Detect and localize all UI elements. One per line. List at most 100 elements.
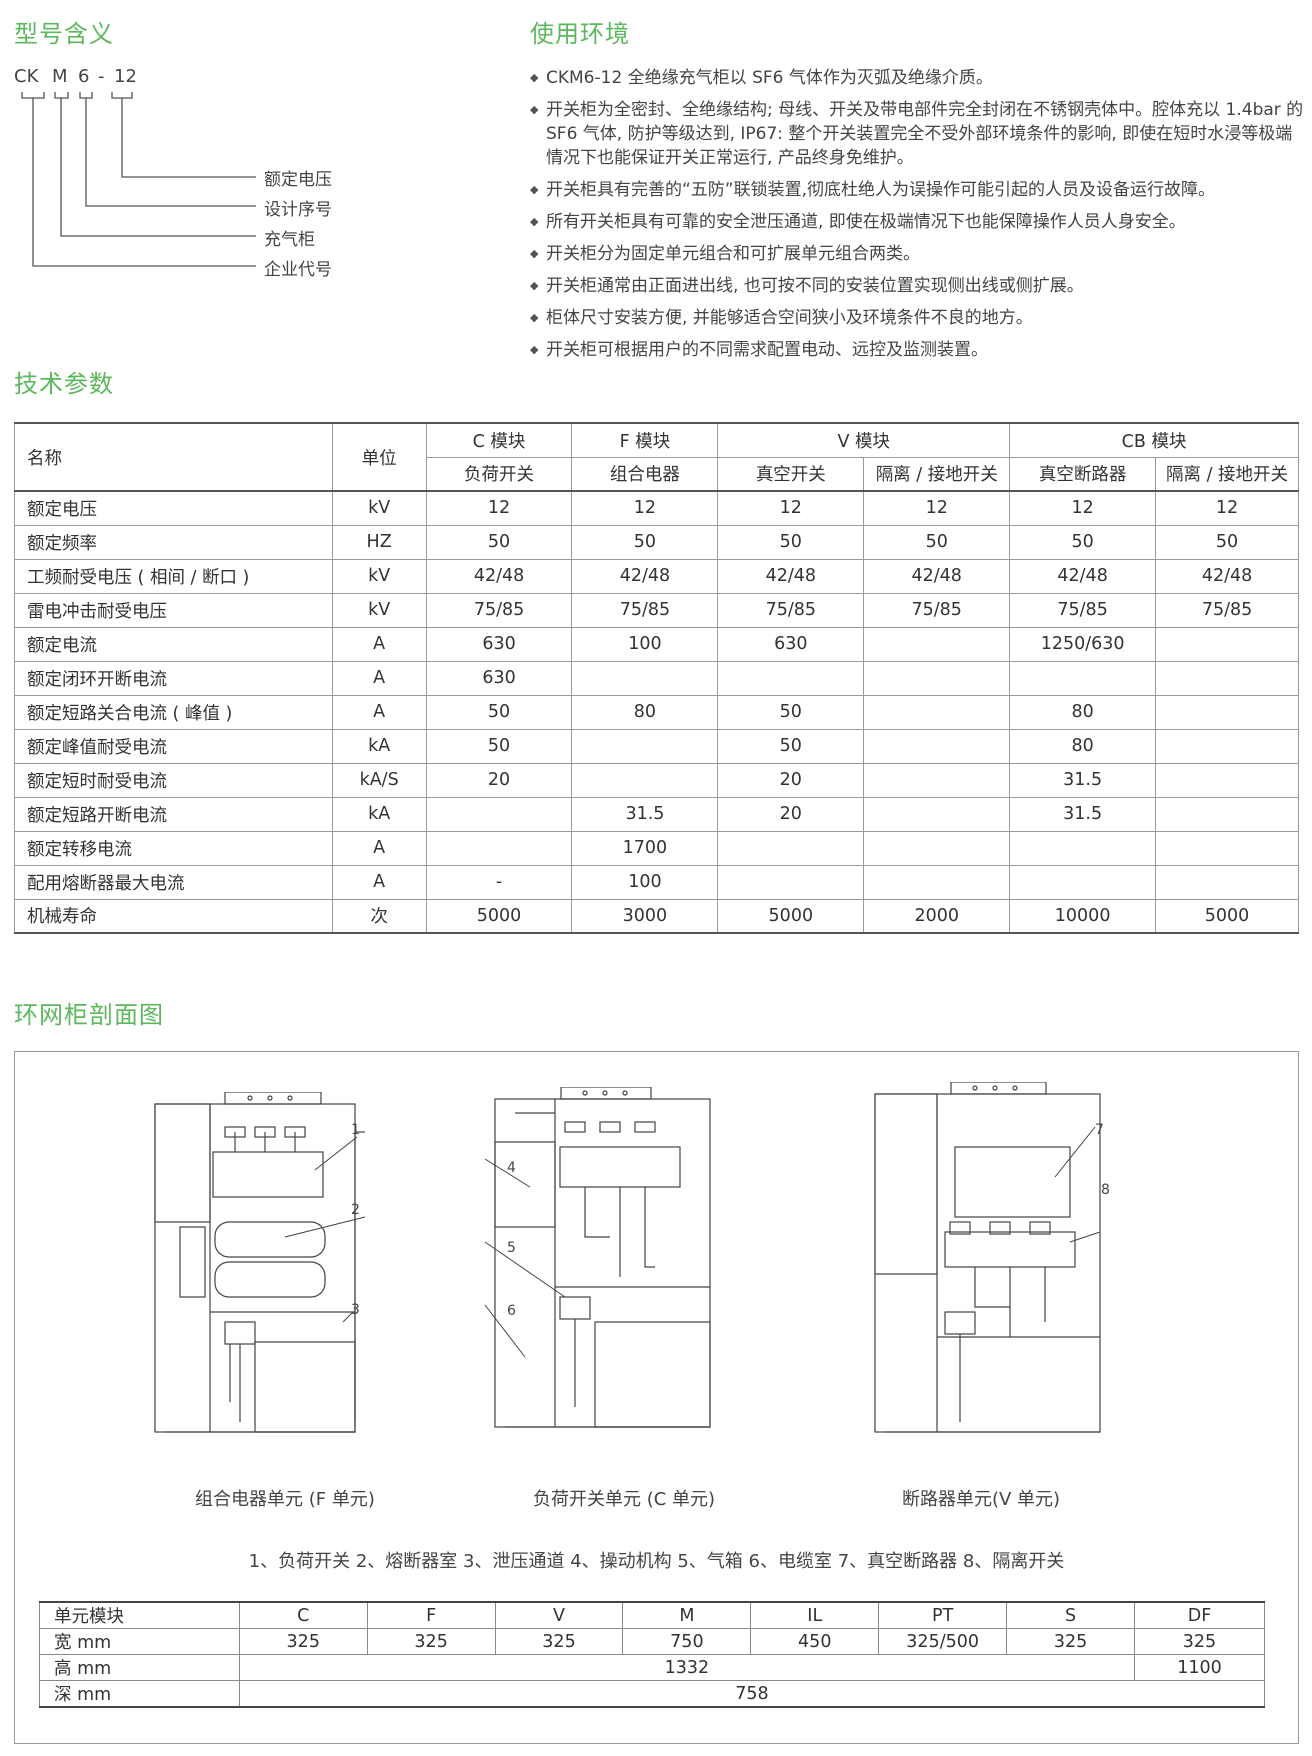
param-value — [717, 660, 865, 696]
param-value: 5000 — [1155, 898, 1299, 934]
dims-header: IL — [750, 1601, 880, 1629]
param-value — [1009, 830, 1157, 866]
dims-header: V — [494, 1601, 624, 1629]
param-name: 额定转移电流 — [14, 830, 333, 866]
param-value: 42/48 — [717, 558, 865, 594]
dims-cell: 325 — [494, 1628, 624, 1655]
param-value: 75/85 — [1009, 592, 1157, 628]
param-name: 工频耐受电压 ( 相间 / 断口 ) — [14, 558, 333, 594]
unit-label-f: 组合电器单元 (F 单元) — [195, 1489, 375, 1510]
dims-cell: 325 — [1006, 1628, 1135, 1655]
callout-3: 3 — [351, 1302, 360, 1318]
subheader: 隔离 / 接地开关 — [1155, 456, 1299, 492]
param-unit: 次 — [331, 898, 427, 934]
header-module-f: F 模块 — [571, 422, 719, 458]
param-value: 1700 — [571, 830, 719, 866]
dims-cell: 325 — [1133, 1628, 1266, 1655]
param-value: 75/85 — [717, 592, 865, 628]
callout-5: 5 — [507, 1240, 516, 1256]
param-name: 额定频率 — [14, 524, 333, 560]
callout-8: 8 — [1101, 1182, 1110, 1198]
subheader: 真空断路器 — [1009, 456, 1157, 492]
dims-cell: 450 — [750, 1628, 880, 1655]
dims-header: DF — [1133, 1601, 1266, 1629]
dims-header: F — [366, 1601, 496, 1629]
list-item: 开关柜为全密封、全绝缘结构; 母线、开关及带电部件完全封闭在不锈钢壳体中。腔体充… — [530, 98, 1306, 170]
param-value — [863, 762, 1011, 798]
dims-cell: 1100 — [1133, 1654, 1266, 1681]
subheader: 真空开关 — [717, 456, 865, 492]
param-value: 12 — [717, 490, 865, 526]
param-value: 80 — [571, 694, 719, 730]
param-value: 50 — [863, 524, 1011, 560]
param-value: 20 — [717, 762, 865, 798]
dims-header: S — [1006, 1601, 1135, 1629]
param-value: 42/48 — [1155, 558, 1299, 594]
param-name: 额定短路关合电流 ( 峰值 ) — [14, 694, 333, 730]
param-name: 额定峰值耐受电流 — [14, 728, 333, 764]
param-unit: kV — [331, 592, 427, 628]
diagram-legend: 1、负荷开关 2、熔断器室 3、泄压通道 4、操动机构 5、气箱 6、电缆室 7… — [248, 1551, 1065, 1572]
param-value — [717, 864, 865, 900]
param-unit: A — [331, 864, 427, 900]
callout-1: 1 — [351, 1122, 360, 1138]
param-unit: kA — [331, 796, 427, 832]
param-value: 31.5 — [571, 796, 719, 832]
param-value: 10000 — [1009, 898, 1157, 934]
param-value: 100 — [571, 626, 719, 662]
param-value: 42/48 — [425, 558, 573, 594]
param-value: 50 — [717, 728, 865, 764]
list-item: 开关柜具有完善的“五防”联锁装置,彻底杜绝人为误操作可能引起的人员及设备运行故障… — [530, 178, 1306, 202]
param-value — [1155, 626, 1299, 662]
dims-cell: 深 mm — [39, 1680, 240, 1708]
param-value: 12 — [1009, 490, 1157, 526]
param-value: 630 — [425, 660, 573, 696]
param-value: 12 — [1155, 490, 1299, 526]
param-value — [717, 830, 865, 866]
param-value — [1009, 864, 1157, 900]
param-value: 5000 — [425, 898, 573, 934]
label-design-serial: 设计序号 — [264, 200, 332, 220]
param-value — [863, 626, 1011, 662]
param-value: 12 — [863, 490, 1011, 526]
param-value: 100 — [571, 864, 719, 900]
param-value: 80 — [1009, 728, 1157, 764]
param-unit: kV — [331, 558, 427, 594]
param-name: 雷电冲击耐受电压 — [14, 592, 333, 628]
param-value: 31.5 — [1009, 796, 1157, 832]
param-value — [571, 660, 719, 696]
param-value: 80 — [1009, 694, 1157, 730]
param-name: 额定电流 — [14, 626, 333, 662]
label-rated-voltage: 额定电压 — [264, 170, 332, 190]
param-value — [1155, 796, 1299, 832]
param-value: 42/48 — [1009, 558, 1157, 594]
param-unit: kA/S — [331, 762, 427, 798]
v-unit-drawing — [874, 1082, 1101, 1433]
model-code-block: CK M 6 - 12 额定电压 设计序号 充气柜 企业代号 — [0, 0, 520, 300]
param-value: 50 — [717, 694, 865, 730]
param-unit: A — [331, 830, 427, 866]
unit-label-c: 负荷开关单元 (C 单元) — [533, 1489, 716, 1510]
param-value: 75/85 — [571, 592, 719, 628]
subheader: 隔离 / 接地开关 — [863, 456, 1011, 492]
dims-cell: 高 mm — [39, 1654, 240, 1681]
callout-7: 7 — [1095, 1122, 1104, 1138]
environment-list: CKM6-12 全绝缘充气柜以 SF6 气体作为灭弧及绝缘介质。 开关柜为全密封… — [530, 66, 1306, 370]
list-item: 开关柜通常由正面进出线, 也可按不同的安装位置实现侧出线或侧扩展。 — [530, 274, 1306, 298]
param-value: 42/48 — [863, 558, 1011, 594]
param-value: - — [425, 864, 573, 900]
param-value — [863, 830, 1011, 866]
callout-4: 4 — [507, 1160, 516, 1176]
dims-cell: 1332 — [238, 1654, 1135, 1681]
param-value: 75/85 — [1155, 592, 1299, 628]
section-title-model: 型号含义 — [14, 20, 114, 48]
model-code-part: CK — [14, 66, 39, 87]
param-value — [1009, 660, 1157, 696]
subheader: 负荷开关 — [425, 456, 573, 492]
param-value: 50 — [425, 694, 573, 730]
